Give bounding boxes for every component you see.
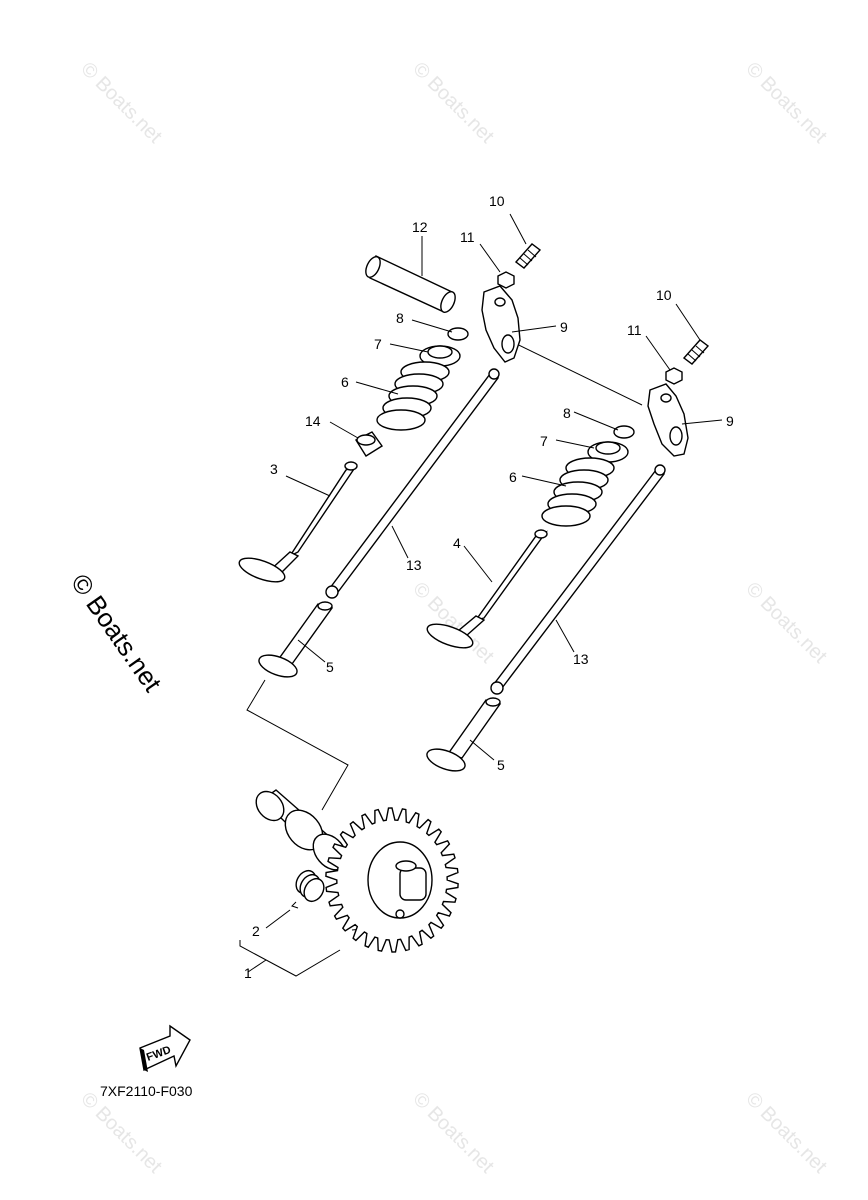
callout-3: 3	[270, 461, 278, 477]
fwd-arrow-icon: FWD	[139, 1024, 191, 1072]
watermark-tile: © Boats.net	[741, 578, 831, 668]
callout-13-right: 13	[573, 651, 589, 667]
diagram-code: 7XF2110-F030	[100, 1083, 193, 1099]
callout-12: 12	[412, 219, 428, 235]
valve-right	[426, 529, 548, 649]
push-rod-right	[490, 464, 666, 695]
collet-right	[613, 425, 635, 439]
callout-14: 14	[305, 413, 321, 429]
watermark-tile: © Boats.net	[408, 578, 498, 668]
callout-4: 4	[453, 535, 461, 551]
callout-11-right: 11	[627, 322, 642, 338]
callout-2: 2	[252, 923, 260, 939]
callout-11: 11	[460, 229, 475, 245]
callout-7-right: 7	[540, 433, 548, 449]
callout-6: 6	[341, 374, 349, 390]
callout-1: 1	[244, 965, 252, 981]
valve-spring-left	[376, 361, 450, 431]
callout-9-right: 9	[726, 413, 734, 429]
decompressor-spring	[291, 869, 325, 909]
callout-9: 9	[560, 319, 568, 335]
callouts: 12 11 10 8 9 7 6 14 3 13 5 10 11 8 9 7 6…	[244, 193, 734, 981]
callout-10-right: 10	[656, 287, 672, 303]
watermark-tile: © Boats.net	[76, 58, 166, 148]
collet-left	[447, 327, 469, 341]
leader-lines	[239, 213, 723, 977]
locknut-left	[497, 271, 515, 289]
callout-13: 13	[406, 557, 422, 573]
adjusting-screw-right	[682, 339, 710, 365]
watermark-tile: © Boats.net	[76, 1088, 166, 1178]
rocker-arm-left	[481, 285, 521, 363]
adjusting-screw-left	[514, 243, 542, 269]
callout-6-right: 6	[509, 469, 517, 485]
valve-lifter-right	[426, 697, 502, 772]
retainer-left	[419, 345, 461, 367]
callout-5: 5	[326, 659, 334, 675]
callout-5-right: 5	[497, 757, 505, 773]
push-rod-left	[325, 368, 500, 599]
camshaft	[255, 789, 459, 953]
callout-7: 7	[374, 336, 382, 352]
watermark-tile: © Boats.net	[408, 1088, 498, 1178]
valve-stem-seal	[354, 431, 384, 457]
watermark-tile: © Boats.net	[741, 1088, 831, 1178]
callout-8: 8	[396, 310, 404, 326]
watermark-tiles: © Boats.net © Boats.net © Boats.net © Bo…	[76, 58, 831, 1178]
locknut-right	[665, 367, 683, 385]
valve-left	[238, 461, 358, 583]
retainer-right	[587, 441, 629, 463]
valve-lifter-left	[258, 601, 334, 678]
rocker-arm-right	[647, 383, 689, 457]
valve-spring-right	[541, 457, 615, 527]
rocker-shaft	[365, 255, 456, 313]
callout-8-right: 8	[563, 405, 571, 421]
watermark-main: © Boats.net	[65, 568, 168, 697]
watermark-tile: © Boats.net	[741, 58, 831, 148]
watermark-tile: © Boats.net	[408, 58, 498, 148]
callout-10: 10	[489, 193, 505, 209]
